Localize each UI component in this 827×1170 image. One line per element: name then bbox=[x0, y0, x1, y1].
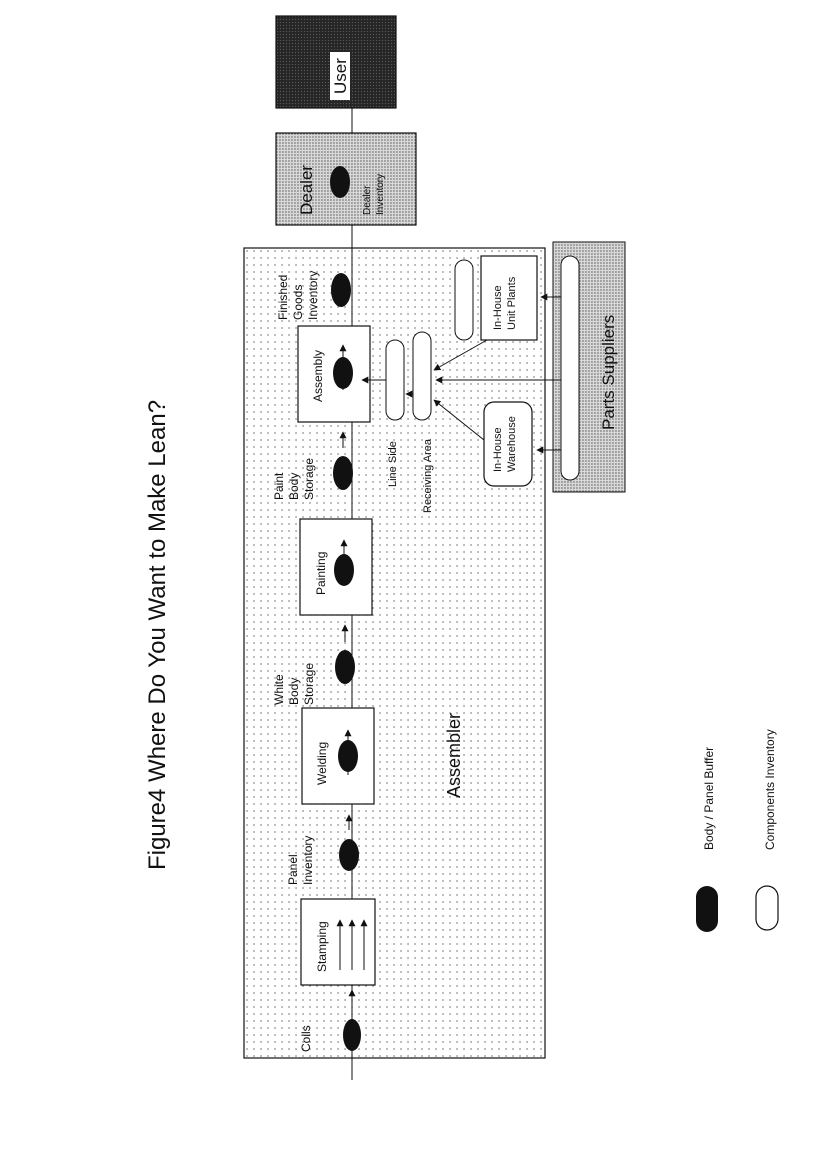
line-side-inventory bbox=[385, 339, 405, 421]
figure-title: Figure4 Where Do You Want to Make Lean? bbox=[144, 400, 171, 870]
finished-goods-buffer bbox=[331, 273, 351, 307]
receiving-area-label: Receiving Area bbox=[422, 438, 434, 513]
paint-body-storage-label: PaintBodyStorage bbox=[272, 458, 316, 500]
paint-body-storage-buffer bbox=[333, 456, 353, 490]
in-house-warehouse-box bbox=[483, 401, 533, 487]
panel-inventory-label: PanelInventory bbox=[286, 836, 315, 885]
stamping-label: Stamping bbox=[315, 921, 329, 972]
parts-suppliers-label: Parts Suppliers bbox=[599, 315, 618, 430]
assembly-label: Assembly bbox=[311, 350, 325, 402]
assembler-region bbox=[243, 247, 546, 1059]
parts-suppliers-inventory bbox=[560, 255, 580, 481]
user-label: User bbox=[331, 58, 350, 94]
dealer-inventory-buffer bbox=[330, 166, 350, 198]
user-label-background bbox=[330, 52, 350, 100]
assembler-label: Assembler bbox=[444, 713, 464, 798]
coils-buffer bbox=[343, 1019, 361, 1051]
white-body-storage-label: WhiteBodyStorage bbox=[272, 663, 316, 705]
unit-plants-components-inventory bbox=[454, 259, 474, 341]
in-house-unit-plants-box bbox=[480, 255, 538, 341]
legend-components-inventory-swatch bbox=[755, 885, 779, 931]
line-side-label: Line Side bbox=[387, 441, 399, 487]
white-body-storage-buffer bbox=[335, 650, 355, 684]
stamping-box bbox=[300, 898, 376, 986]
coils-label: Coils bbox=[299, 1025, 313, 1052]
receiving-area-inventory bbox=[412, 331, 432, 421]
legend-body-panel-buffer-label: Body / Panel Buffer bbox=[702, 747, 716, 850]
legend-components-inventory-label: Components Inventory bbox=[763, 729, 777, 850]
legend-body-panel-buffer-swatch bbox=[696, 886, 718, 932]
finished-goods-inventory-label: FinishedGoodsInventory bbox=[276, 271, 320, 320]
welding-label: Welding bbox=[315, 742, 329, 785]
painting-label: Painting bbox=[314, 552, 328, 595]
panel-inventory-buffer bbox=[339, 839, 359, 871]
dealer-label: Dealer bbox=[297, 165, 316, 215]
